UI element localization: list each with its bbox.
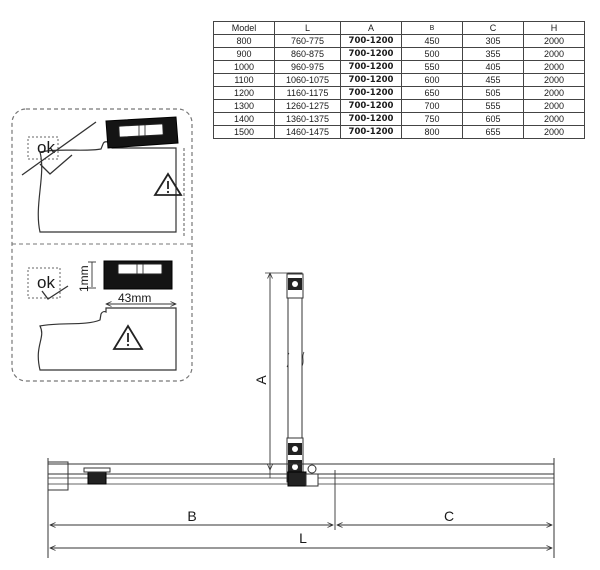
level-tool-icon bbox=[105, 116, 179, 149]
table-cell-a: 700-1200 bbox=[340, 125, 402, 139]
dimension-c-label: C bbox=[444, 508, 454, 524]
dimension-l-label: L bbox=[299, 530, 307, 546]
dimension-a-label: A bbox=[253, 375, 269, 385]
top-ok-label: ok bbox=[37, 138, 55, 157]
dimension-b: B bbox=[50, 508, 333, 525]
vertical-dimension-label: 1mm bbox=[77, 265, 91, 292]
level-tool-icon bbox=[103, 260, 173, 290]
door-assembly bbox=[47, 272, 555, 558]
horizontal-dimension-label: 43mm bbox=[118, 291, 151, 305]
dimension-l: L bbox=[50, 530, 552, 548]
warning-icon bbox=[153, 172, 183, 196]
dimension-b-label: B bbox=[187, 508, 196, 524]
dimension-c: C bbox=[337, 508, 552, 525]
detail-panel: ok 1mm 43mm ok bbox=[11, 108, 193, 382]
bottom-ok-label: ok bbox=[37, 273, 55, 292]
check-icon: ok bbox=[27, 267, 69, 300]
crossed-out-ok-check-icon: ok bbox=[21, 121, 97, 176]
dimension-a: A bbox=[253, 273, 288, 470]
table-cell-h: 2000 bbox=[523, 125, 585, 139]
warning-icon bbox=[112, 324, 144, 350]
table-cell-h: 2000 bbox=[523, 60, 585, 74]
